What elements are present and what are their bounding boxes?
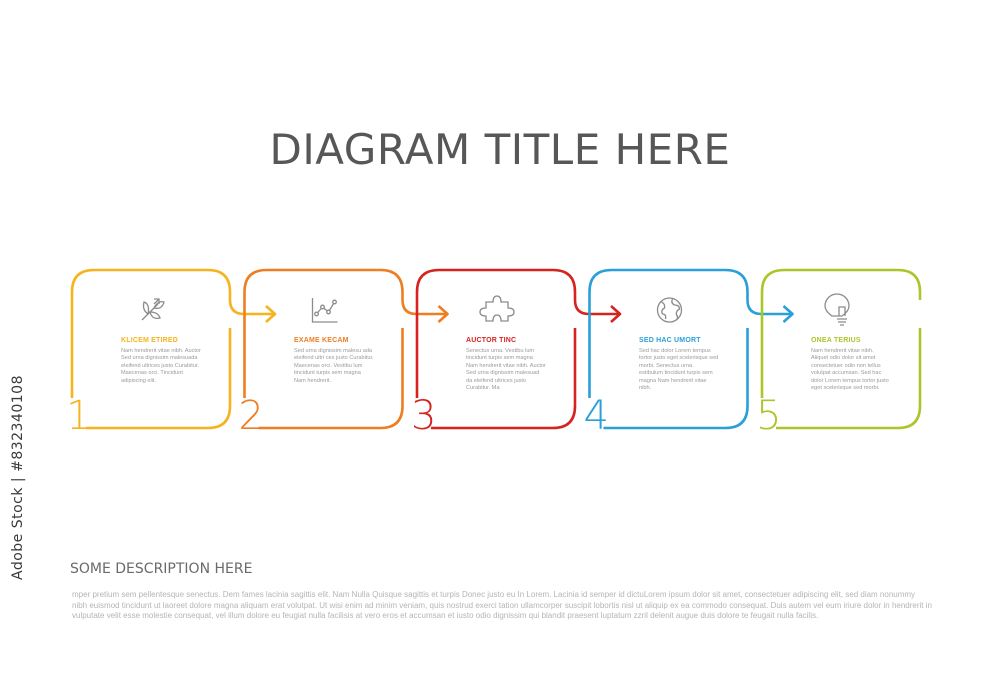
step-5-box: 5	[756, 268, 922, 439]
step-2-text: Sed urna dignissim malesu ada eleifend u…	[294, 348, 374, 384]
step-5-number: 5	[756, 393, 781, 439]
step-1-number: 1	[66, 393, 91, 439]
line-chart-icon	[311, 298, 338, 323]
step-4-text: Sed hac dolor Lorem tempus tortor justo …	[639, 348, 719, 392]
step-3-label: AUCTOR TINC	[466, 337, 517, 344]
lightbulb-icon	[824, 293, 850, 326]
step-2-label: EXAME KECAM	[294, 337, 349, 344]
globe-icon	[656, 297, 683, 323]
step-5-text: Nam hendrerit vitae nibh. Aliquet odio d…	[811, 348, 889, 392]
step-1-box: 1	[66, 268, 277, 439]
diagram-title: DIAGRAM TITLE HERE	[269, 125, 731, 174]
stock-id-watermark: Adobe Stock | #832340108	[10, 375, 26, 580]
description-body: mper pretium sem pellentesque senectus. …	[72, 590, 932, 620]
puzzle-piece-icon	[479, 295, 515, 322]
step-4-box: 4	[584, 268, 794, 439]
description-title: SOME DESCRIPTION HERE	[70, 561, 253, 577]
step-5-label: ONEA TERIUS	[811, 337, 861, 344]
step-1-label: KLICEM ETIRED	[121, 337, 179, 344]
step-4-label: SED HAC UMORT	[639, 337, 701, 344]
step-2-number: 2	[239, 393, 264, 439]
step-3-text: Senectus urna. Vestibu lum tincidunt tur…	[466, 348, 546, 392]
step-4-number: 4	[584, 393, 609, 439]
step-1-text: Nam hendrerit vitae nibh. Auctor Sed urn…	[121, 348, 201, 384]
growth-plant-icon	[141, 298, 165, 321]
step-3-number: 3	[411, 393, 436, 439]
